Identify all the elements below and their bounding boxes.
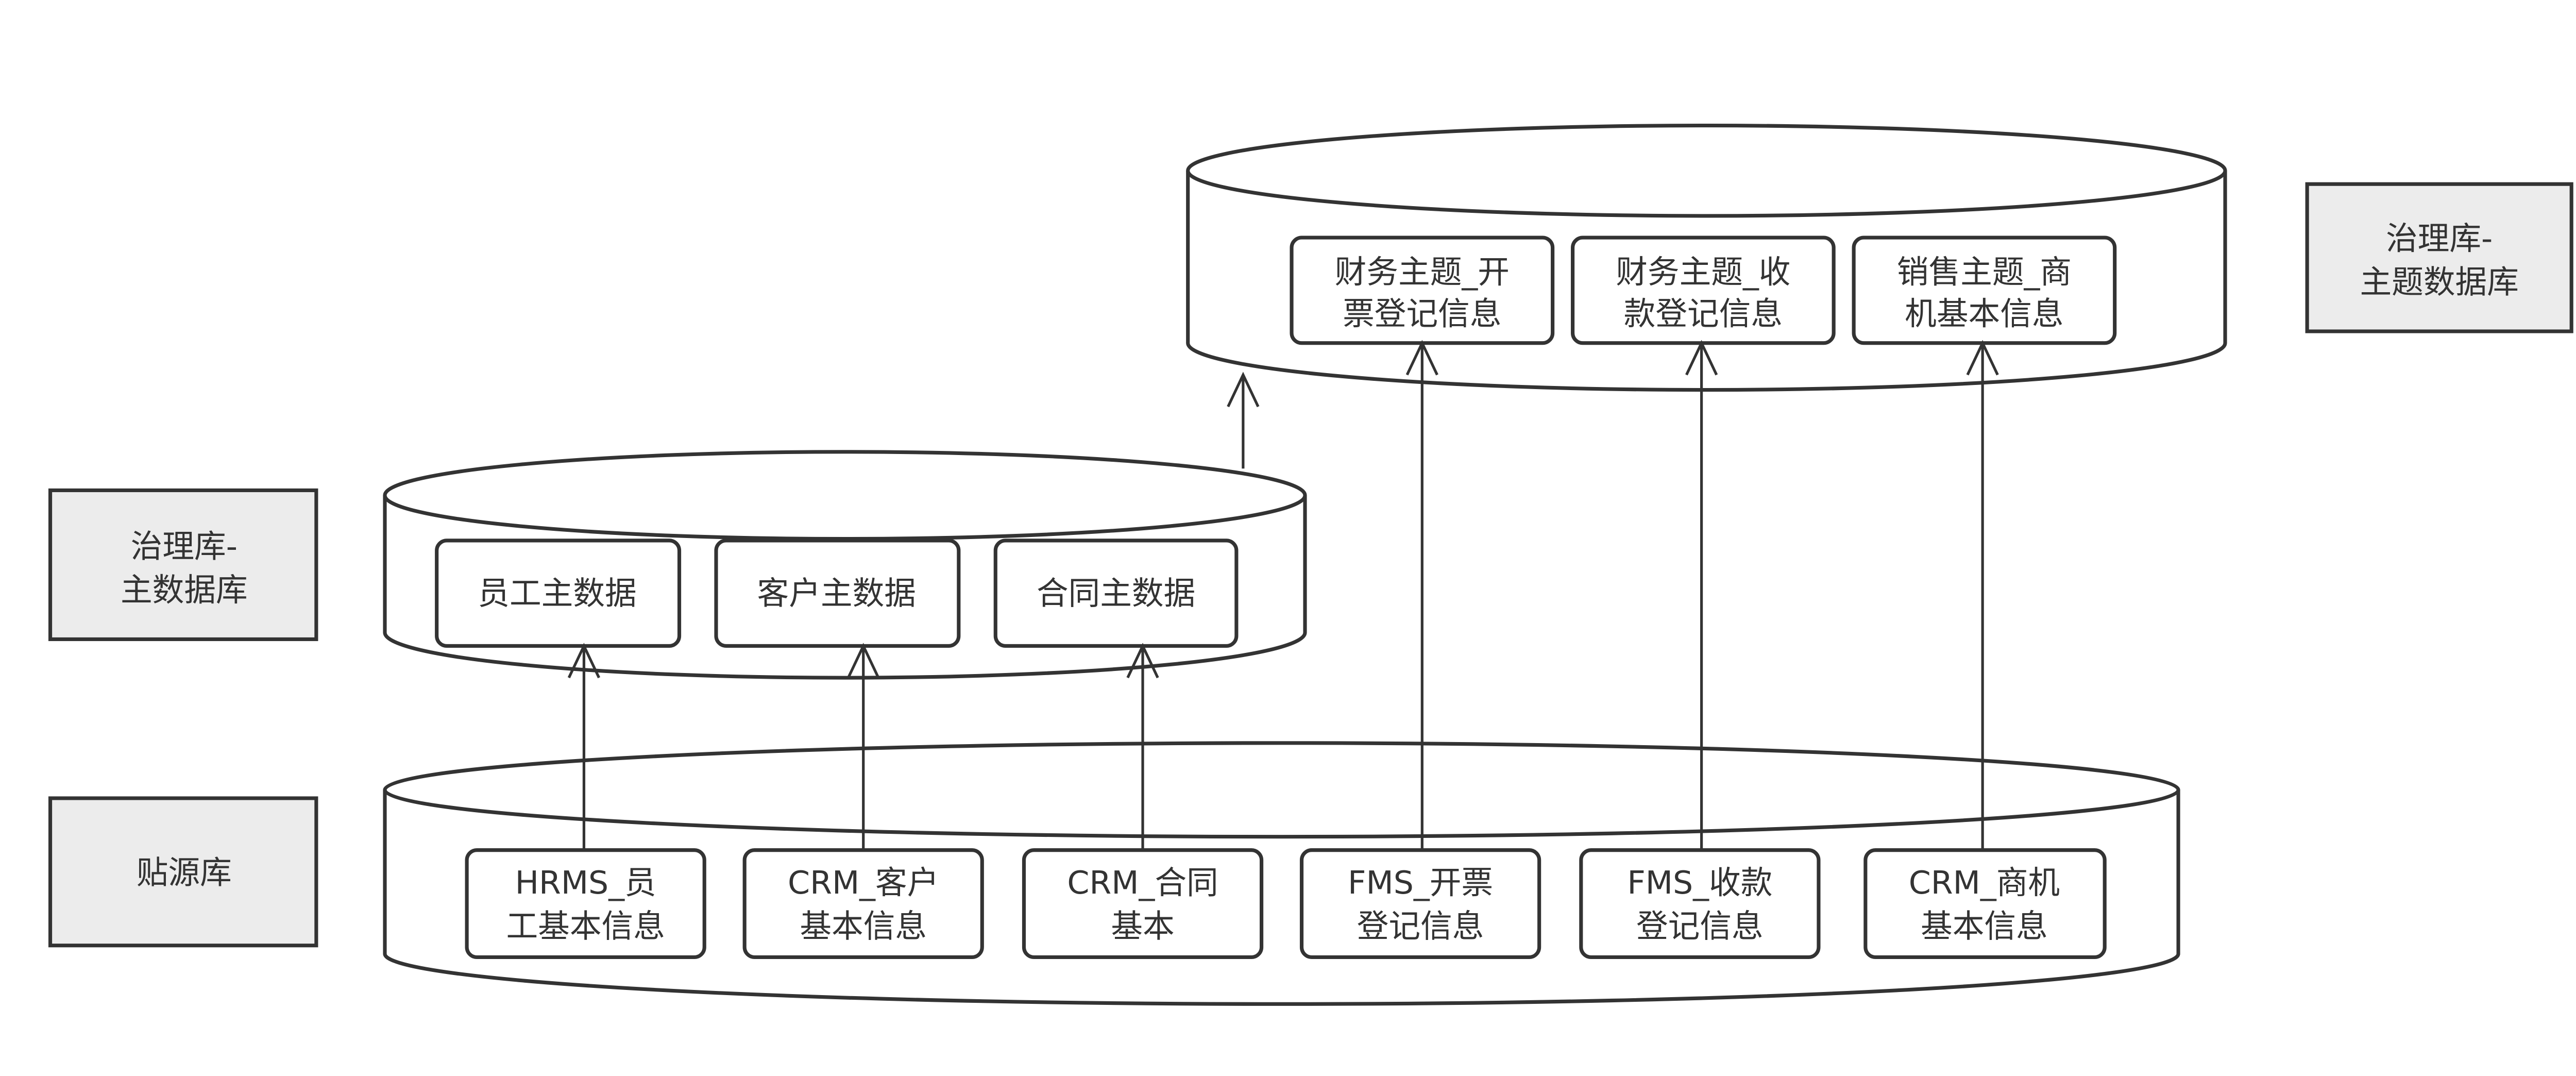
svg-text:基本信息: 基本信息 (1921, 907, 2048, 945)
master-item: 合同主数据 (993, 539, 1239, 648)
arrow (1966, 340, 1999, 850)
svg-text:财务主题_收: 财务主题_收 (1616, 254, 1790, 291)
theme-item: 财务主题_收 款登记信息 (1571, 236, 1836, 345)
svg-text:CRM_合同: CRM_合同 (1067, 864, 1218, 901)
svg-text:主题数据库: 主题数据库 (2360, 263, 2518, 300)
svg-text:FMS_收款: FMS_收款 (1627, 864, 1772, 901)
svg-text:款登记信息: 款登记信息 (1624, 295, 1783, 332)
svg-text:CRM_客户: CRM_客户 (788, 864, 939, 901)
source-item: FMS_收款 登记信息 (1579, 848, 1821, 960)
svg-text:治理库-: 治理库- (2386, 220, 2493, 257)
arrow (1126, 643, 1159, 850)
source-item: HRMS_员 工基本信息 (465, 848, 706, 960)
svg-text:机基本信息: 机基本信息 (1905, 295, 2063, 332)
svg-text:登记信息: 登记信息 (1357, 907, 1484, 945)
label-master-db: 治理库- 主数据库 (48, 488, 318, 642)
svg-text:票登记信息: 票登记信息 (1343, 295, 1501, 332)
svg-text:主数据库: 主数据库 (121, 571, 248, 609)
svg-text:客户主数据: 客户主数据 (757, 575, 916, 612)
label-source-db: 贴源库 (48, 796, 318, 948)
svg-text:贴源库: 贴源库 (137, 854, 232, 892)
theme-item: 财务主题_开 票登记信息 (1290, 236, 1555, 345)
source-item: CRM_客户 基本信息 (742, 848, 984, 960)
svg-text:治理库-: 治理库- (131, 528, 238, 565)
svg-text:HRMS_员: HRMS_员 (515, 864, 656, 901)
arrow (1405, 340, 1438, 850)
master-item: 客户主数据 (714, 539, 961, 648)
arrow (847, 643, 880, 850)
source-item: FMS_开票 登记信息 (1299, 848, 1541, 960)
master-item: 员工主数据 (435, 539, 682, 648)
svg-text:CRM_商机: CRM_商机 (1909, 864, 2060, 901)
svg-text:登记信息: 登记信息 (1636, 907, 1764, 945)
arrow (1227, 372, 1260, 469)
theme-item: 销售主题_商 机基本信息 (1852, 236, 2117, 345)
label-theme-db: 治理库- 主题数据库 (2305, 182, 2573, 333)
svg-text:基本信息: 基本信息 (800, 907, 927, 945)
svg-text:合同主数据: 合同主数据 (1037, 575, 1195, 612)
svg-text:基本: 基本 (1111, 907, 1174, 945)
source-item: CRM_合同 基本 (1022, 848, 1264, 960)
svg-text:员工主数据: 员工主数据 (478, 575, 636, 612)
svg-text:FMS_开票: FMS_开票 (1348, 864, 1493, 901)
arrow (567, 643, 601, 850)
svg-text:财务主题_开: 财务主题_开 (1335, 254, 1510, 291)
source-item: CRM_商机 基本信息 (1863, 848, 2107, 960)
arrow (1685, 340, 1718, 850)
svg-text:销售主题_商: 销售主题_商 (1897, 254, 2072, 291)
svg-text:工基本信息: 工基本信息 (506, 907, 665, 945)
